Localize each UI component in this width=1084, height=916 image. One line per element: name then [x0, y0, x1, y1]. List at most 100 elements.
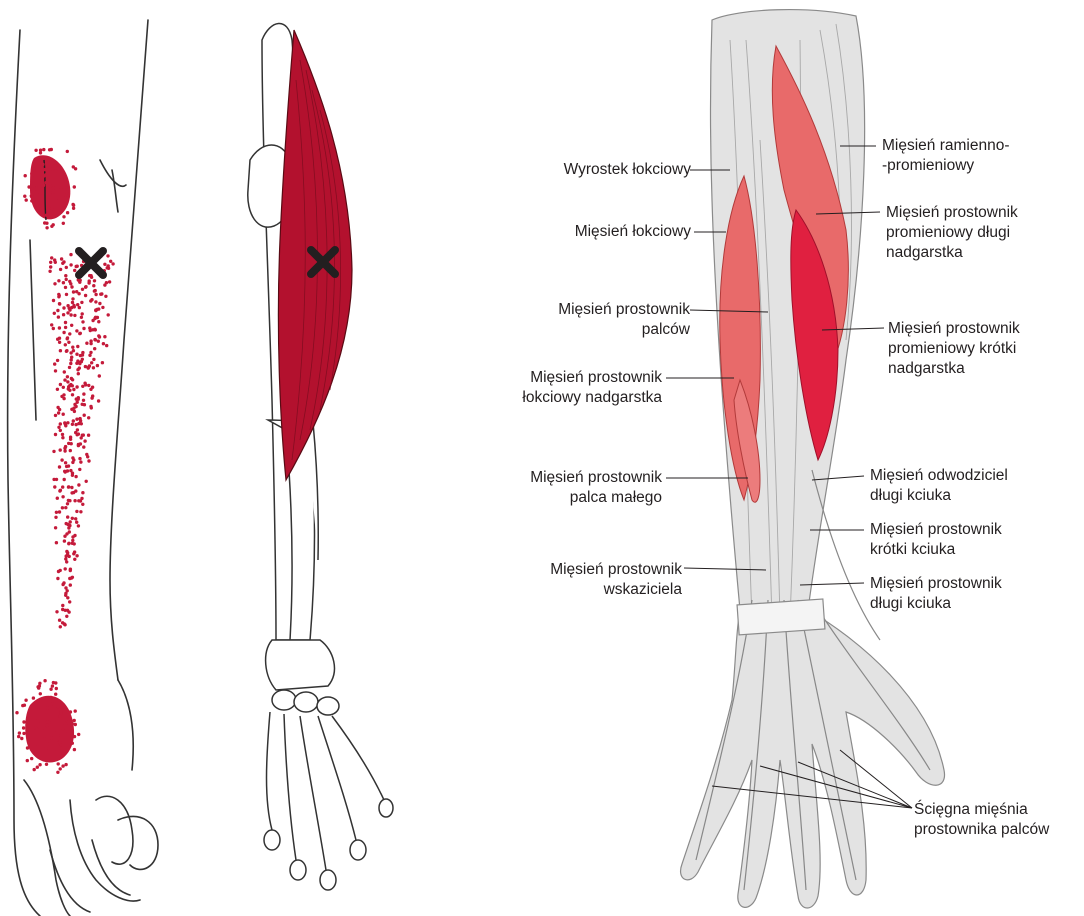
pain-dot	[65, 185, 68, 188]
pain-dot	[44, 747, 47, 750]
forearm-outline	[8, 20, 158, 916]
pain-dot	[94, 293, 97, 296]
pain-dot	[106, 254, 109, 257]
pain-dot	[93, 338, 96, 341]
pain-dot	[74, 723, 77, 726]
pain-dot	[27, 739, 30, 742]
pain-dot	[75, 521, 78, 524]
pain-dot	[76, 433, 79, 436]
pain-dot	[75, 385, 78, 388]
pain-dot	[89, 339, 92, 342]
pain-dot	[71, 378, 74, 381]
pain-dot	[73, 748, 76, 751]
pain-dot	[56, 338, 59, 341]
pain-dot	[75, 290, 78, 293]
pain-dot	[60, 178, 63, 181]
pain-dot	[62, 331, 65, 334]
pain-dot	[22, 732, 25, 735]
pain-dot	[71, 461, 74, 464]
pain-dot	[66, 337, 69, 340]
pain-dot	[60, 170, 63, 173]
pain-dot	[45, 724, 48, 727]
pain-dot	[61, 764, 64, 767]
pain-dot	[73, 534, 76, 537]
pain-dot	[24, 174, 27, 177]
pain-dot	[94, 309, 97, 312]
pain-dot	[74, 517, 77, 520]
pain-dot	[73, 314, 76, 317]
pain-dot	[73, 719, 76, 722]
pain-dot	[56, 734, 59, 737]
pain-dot	[66, 515, 69, 518]
label-line: palca małego	[530, 488, 662, 508]
pain-dot	[54, 516, 57, 519]
pain-dot	[75, 353, 78, 356]
pain-dot	[53, 728, 56, 731]
pain-dot	[81, 358, 84, 361]
pain-dot	[103, 283, 106, 286]
pain-dot	[32, 168, 35, 171]
pain-dot	[102, 342, 105, 345]
pain-dot	[78, 281, 81, 284]
pain-dot	[97, 320, 100, 323]
pain-dot	[67, 499, 70, 502]
pain-dot	[89, 351, 92, 354]
pain-dot	[70, 486, 73, 489]
pain-dot	[85, 342, 88, 345]
pain-dot	[90, 396, 93, 399]
pain-dot	[74, 709, 77, 712]
pain-dot	[31, 192, 34, 195]
pain-dot	[106, 266, 109, 269]
pain-dot	[77, 524, 80, 527]
pain-dot	[52, 186, 55, 189]
pain-dot	[70, 285, 73, 288]
pain-dot	[69, 449, 72, 452]
pain-dot	[64, 326, 67, 329]
pain-dot	[74, 489, 77, 492]
pain-dot	[72, 165, 75, 168]
label-line: Mięsień łokciowy	[575, 222, 691, 242]
pain-dot	[98, 335, 101, 338]
pain-dot	[41, 163, 44, 166]
pain-dot	[75, 418, 78, 421]
pain-dot	[30, 172, 33, 175]
pain-dot	[65, 465, 68, 468]
pain-dot	[71, 742, 74, 745]
label-line: wskaziciela	[550, 580, 682, 600]
pain-dot	[81, 503, 84, 506]
pain-dot	[61, 506, 64, 509]
pain-dot	[68, 600, 71, 603]
label-extensor-pollicis-longus: Mięsień prostownik długi kciuka	[870, 574, 1002, 614]
pain-dot	[23, 195, 26, 198]
pain-dot	[77, 398, 80, 401]
label-line: promieniowy krótki	[888, 339, 1020, 359]
pain-dot	[64, 343, 67, 346]
pain-dot	[55, 610, 58, 613]
pain-dot	[42, 184, 45, 187]
pain-dot	[101, 306, 104, 309]
pain-dot	[45, 214, 48, 217]
pain-dot	[71, 346, 74, 349]
pain-dot	[79, 332, 82, 335]
pain-dot	[63, 421, 66, 424]
pain-dot	[72, 204, 75, 207]
pain-dot	[78, 306, 81, 309]
label-olecranon: Wyrostek łokciowy	[564, 160, 691, 180]
pain-dot	[69, 313, 72, 316]
pain-dot	[45, 720, 48, 723]
pain-dot	[72, 419, 75, 422]
pain-dot	[70, 358, 73, 361]
muscle-view-panel	[248, 23, 393, 890]
pain-dot	[90, 406, 93, 409]
pain-dot	[36, 766, 39, 769]
pain-dot	[78, 468, 81, 471]
pain-dot	[50, 207, 53, 210]
label-line: -promieniowy	[882, 156, 1010, 176]
pain-dot	[94, 300, 97, 303]
pain-dot	[78, 457, 81, 460]
pain-dot	[69, 263, 72, 266]
pain-dot	[54, 526, 57, 529]
pain-dot	[88, 354, 91, 357]
pain-dot	[61, 743, 64, 746]
label-line: Mięsień prostownik	[870, 520, 1002, 540]
